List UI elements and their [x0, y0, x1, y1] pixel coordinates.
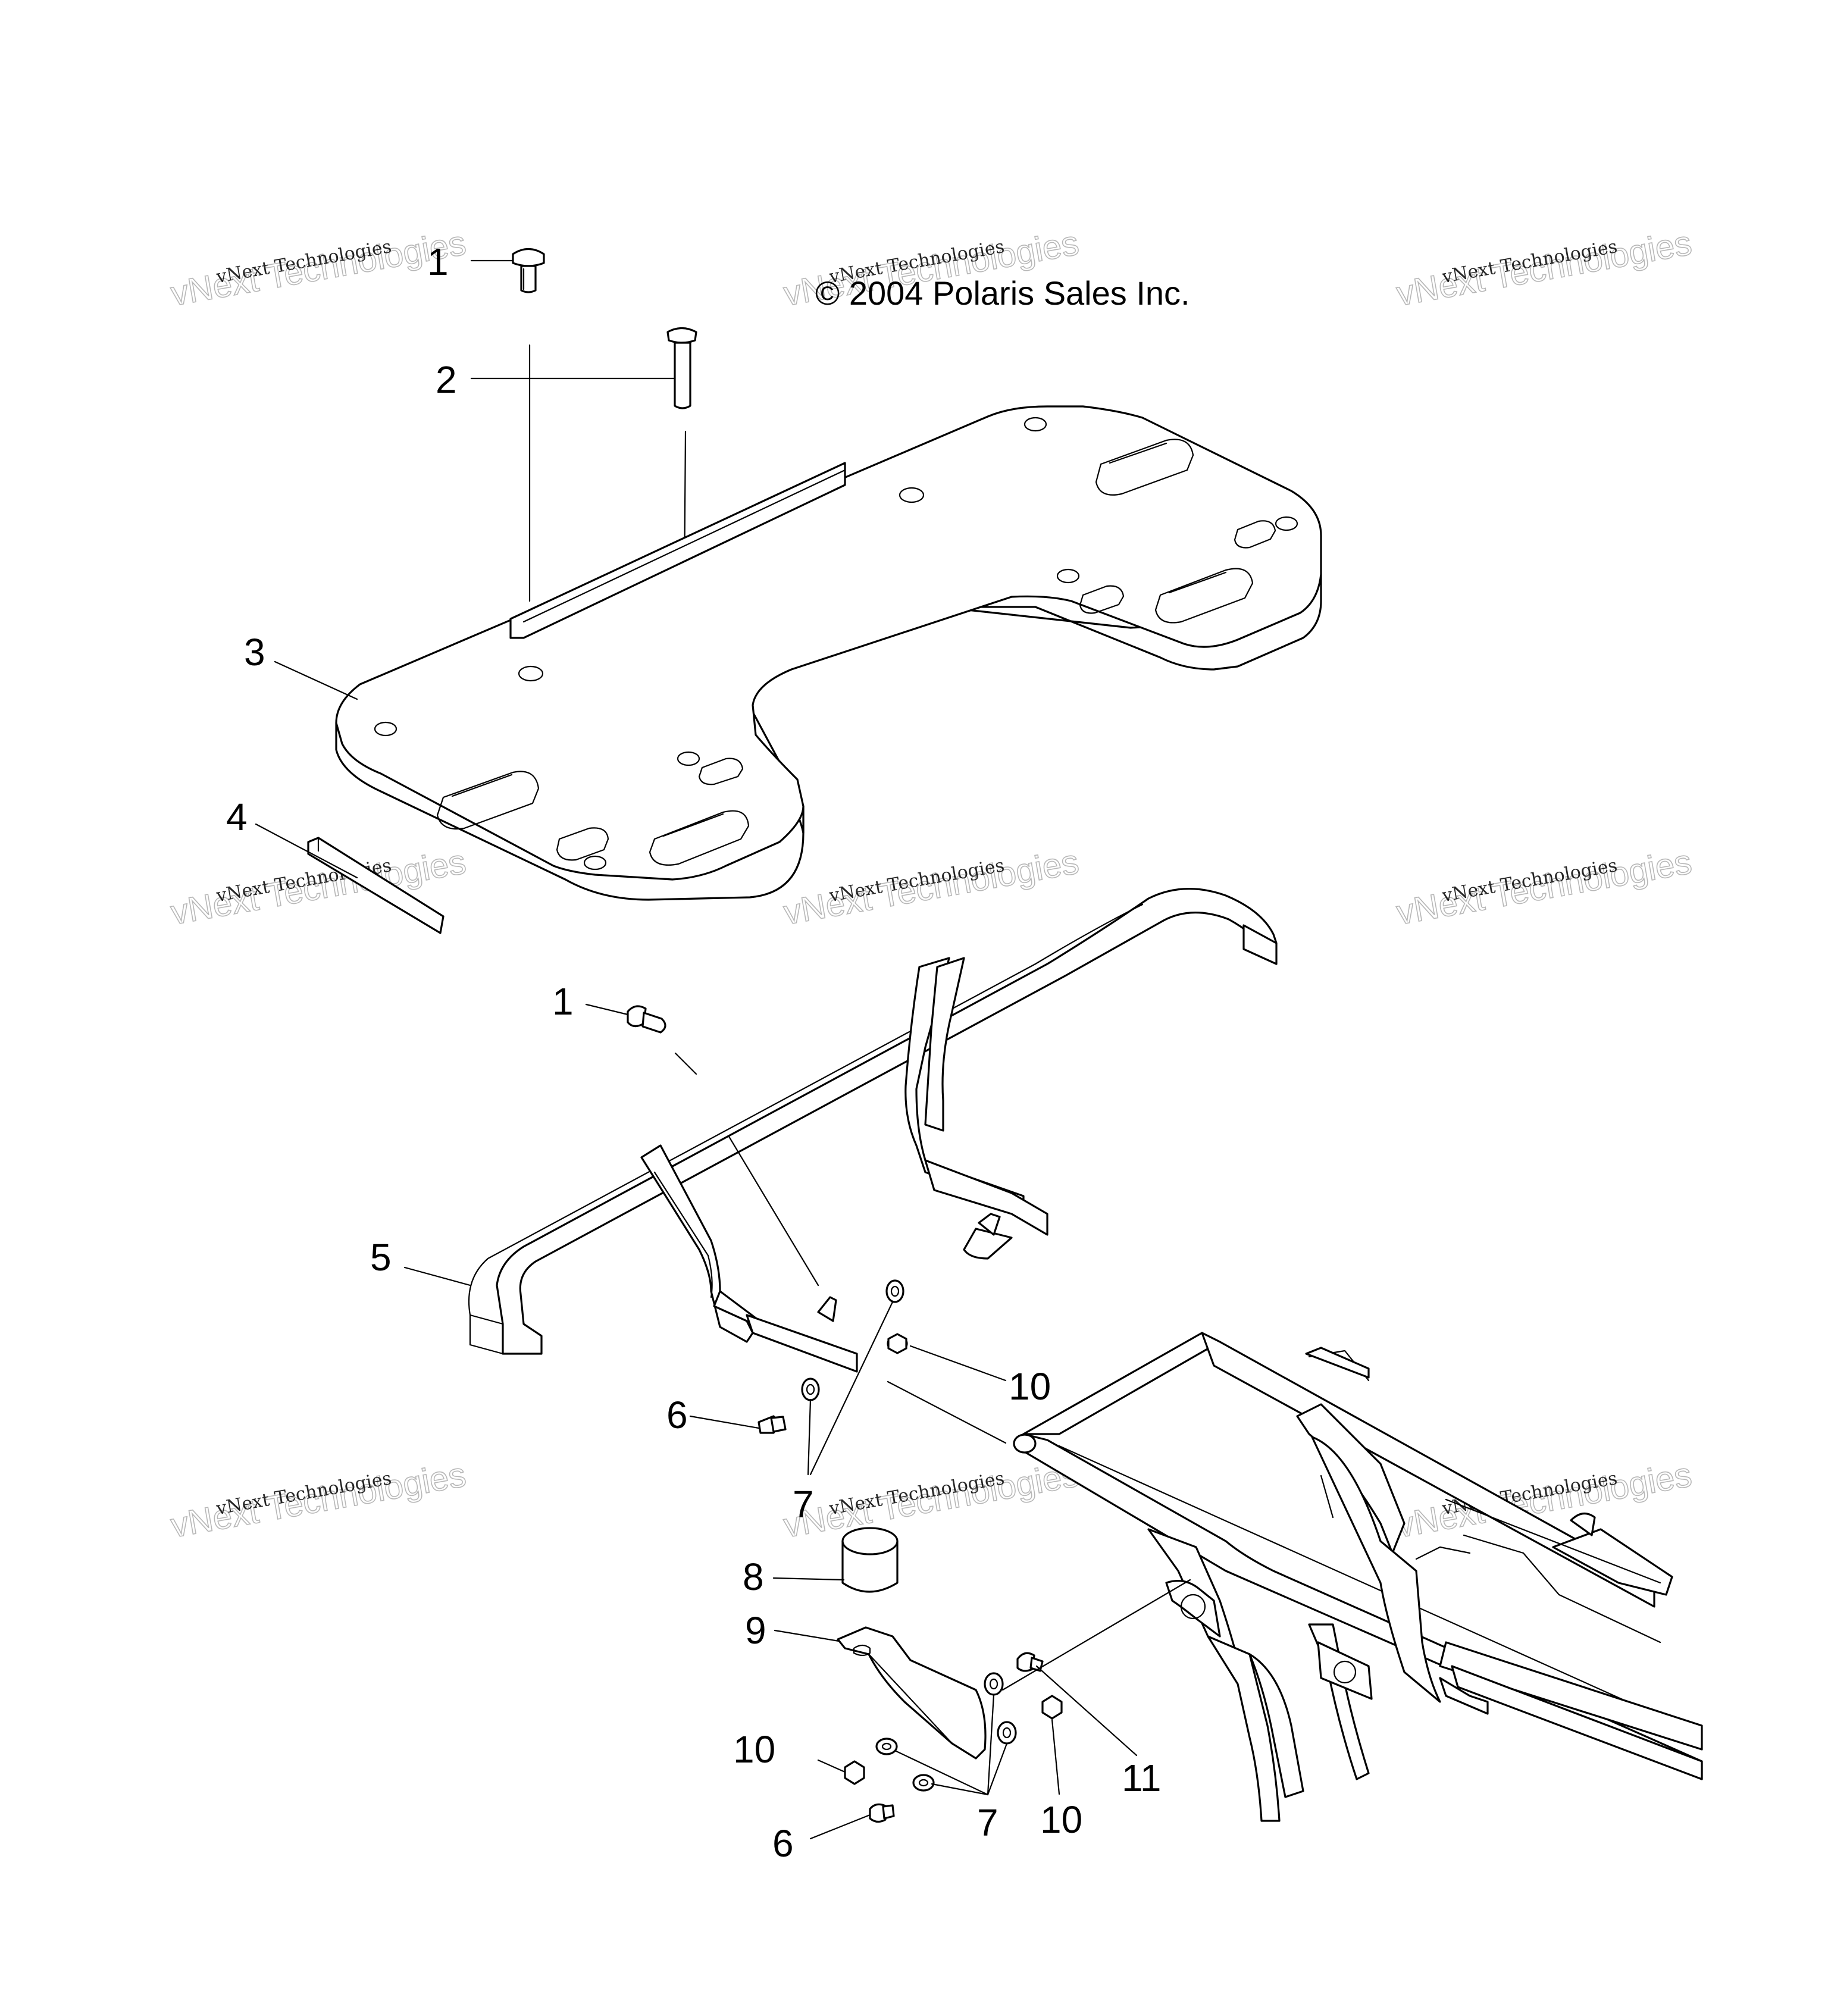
- watermark-mid-right: vNext Technologies vNext Technologies: [1393, 842, 1695, 933]
- callout-1-lower: 1: [552, 980, 574, 1023]
- watermark-mid-center: vNext Technologies vNext Technologies: [780, 842, 1082, 933]
- guide-line-3: [674, 1052, 697, 1075]
- watermark-bottom-left: vNext Technologies vNext Technologies: [167, 1455, 469, 1546]
- watermark-top-left: vNext Technologies vNext Technologies: [167, 223, 469, 314]
- part-9-bracket: [837, 1626, 987, 1760]
- callouts: 1 2 3 4 1 5 10 6 7 8 9 10 11 7 10 6: [226, 240, 1161, 1865]
- hardware-upper: [758, 1279, 908, 1434]
- watermarks: vNext Technologies vNext Technologies vN…: [167, 223, 1695, 1546]
- part-2-pin: [666, 327, 697, 409]
- callout-2: 2: [436, 358, 457, 401]
- callout-5: 5: [370, 1236, 392, 1279]
- callout-8: 8: [743, 1555, 764, 1598]
- hardware-lower: [844, 1652, 1063, 1823]
- callout-6-lower: 6: [772, 1822, 794, 1865]
- callout-7-upper: 7: [793, 1483, 814, 1526]
- callout-4: 4: [226, 796, 248, 838]
- part-1-screw-top: [512, 248, 545, 293]
- watermark-top-right: vNext Technologies vNext Technologies: [1393, 223, 1695, 314]
- vehicle-frame: [1013, 1332, 1703, 1822]
- callout-7-lower: 7: [977, 1801, 998, 1844]
- copyright-text: © 2004 Polaris Sales Inc.: [815, 274, 1190, 312]
- callout-9: 9: [745, 1609, 766, 1652]
- callout-10-upper: 10: [1009, 1365, 1051, 1408]
- part-5-rail: [468, 888, 1278, 1373]
- watermark-bottom-center: vNext Technologies vNext Technologies: [780, 1455, 1082, 1546]
- guide-line-4: [728, 1135, 819, 1286]
- callout-1-top: 1: [427, 240, 449, 283]
- callout-10-right: 10: [1040, 1798, 1082, 1841]
- part-8-bumper: [841, 1527, 899, 1593]
- leader-lines: [255, 259, 1191, 1840]
- callout-11: 11: [1122, 1757, 1161, 1799]
- callout-6-upper: 6: [666, 1394, 688, 1436]
- callout-3: 3: [244, 631, 265, 674]
- part-3-rack-plate: [335, 405, 1322, 901]
- callout-10-left: 10: [733, 1728, 775, 1771]
- part-1-screw-lower: [627, 1005, 666, 1034]
